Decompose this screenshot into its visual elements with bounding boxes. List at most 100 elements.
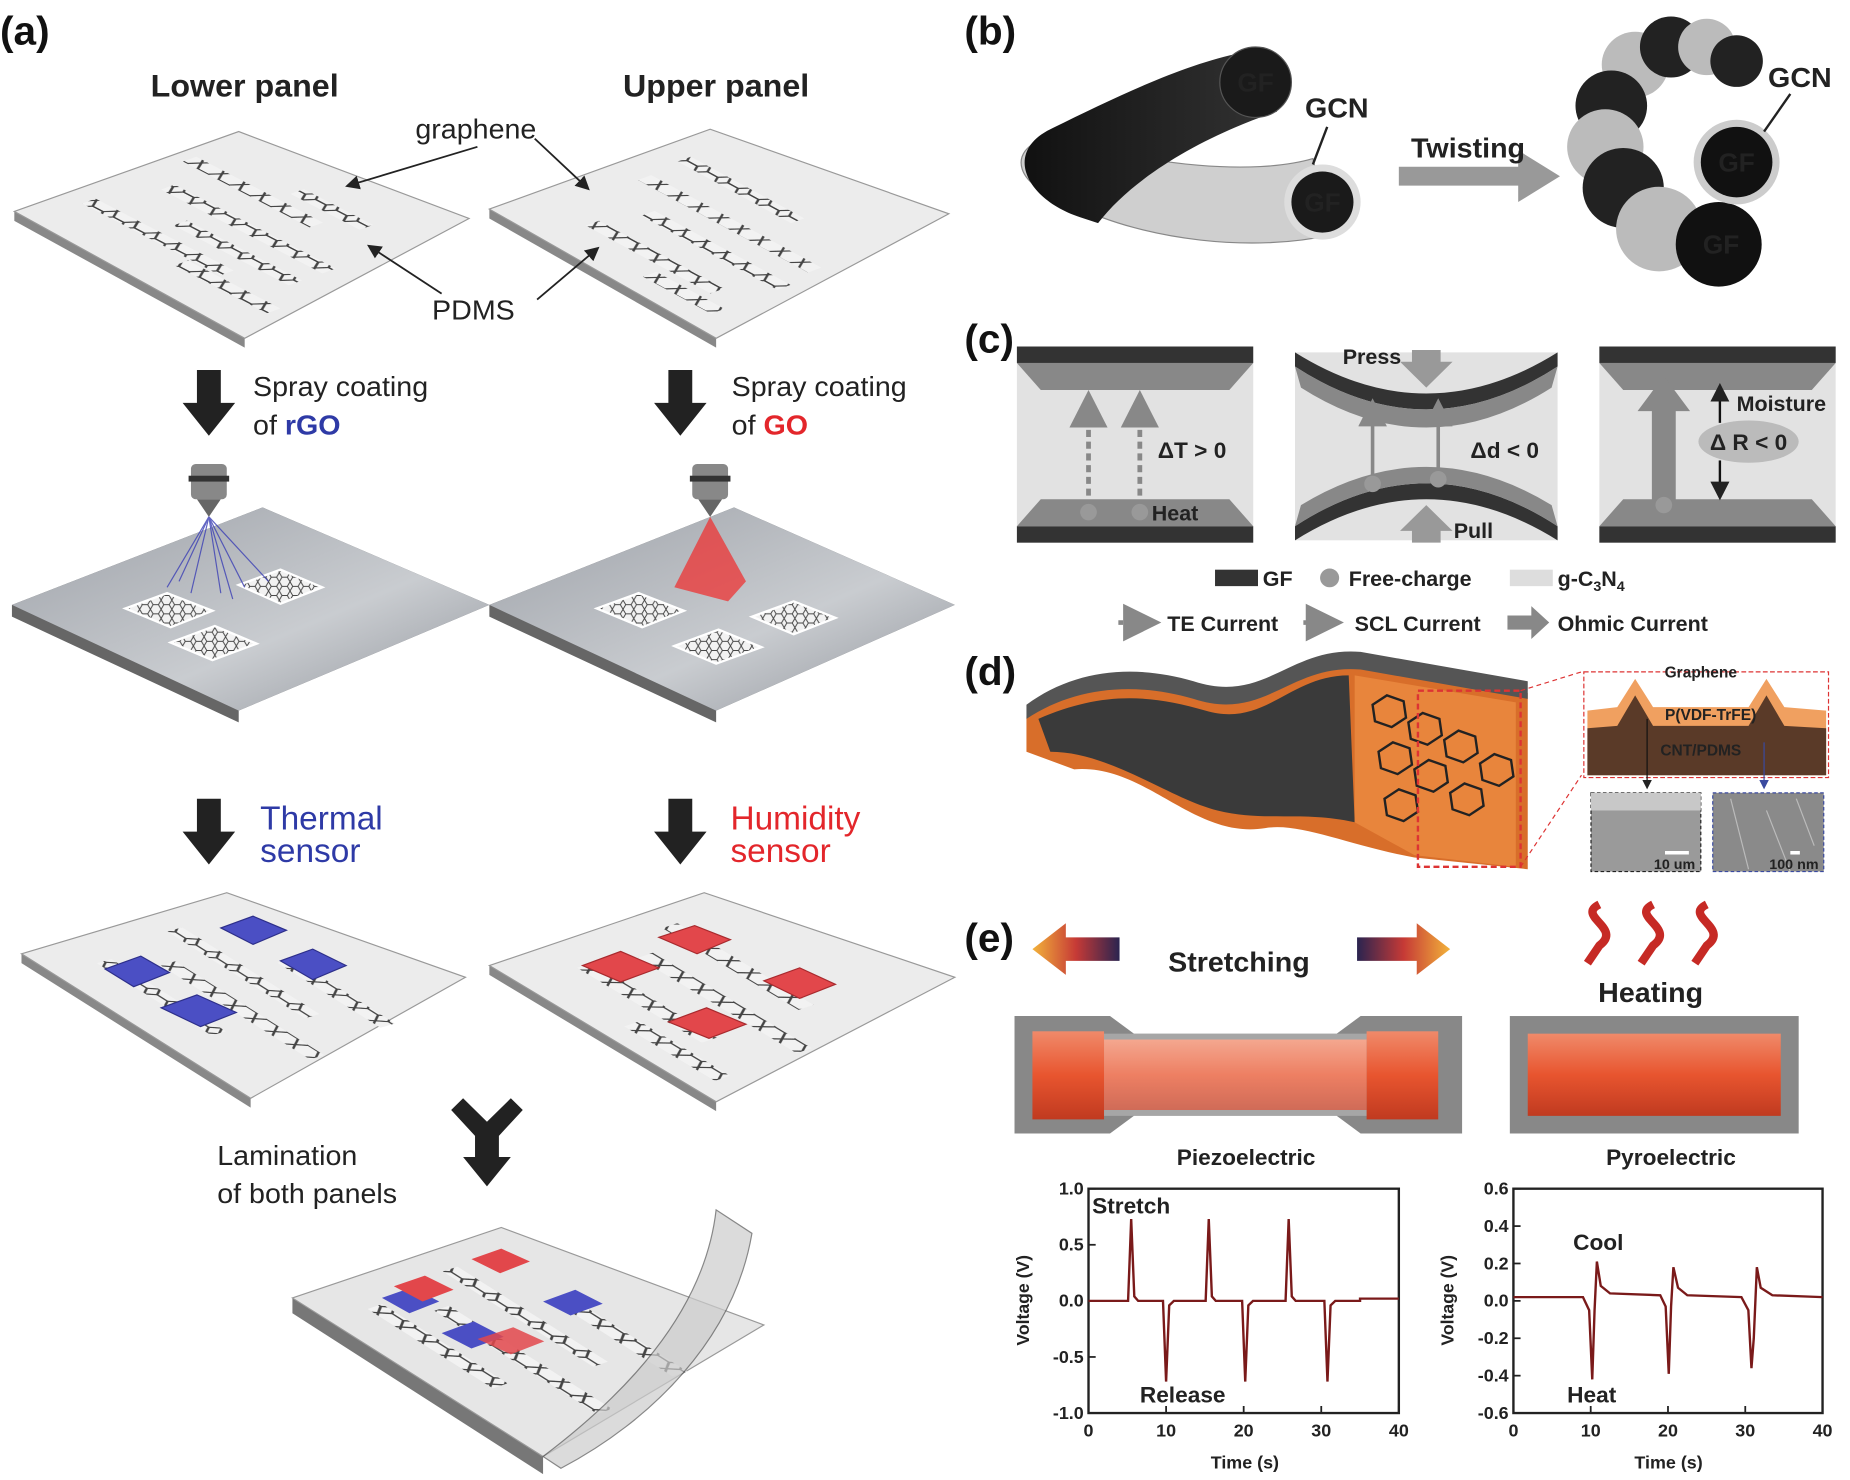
- panel-label-d: (d): [964, 649, 1016, 694]
- moisture-mechanism-box: [1599, 346, 1836, 543]
- y-tick-label: -1.0: [1053, 1403, 1084, 1423]
- y-axis-label: Voltage (V): [1438, 1255, 1458, 1346]
- panel-label-e: (e): [964, 916, 1014, 961]
- lower-panel-title: Lower panel: [151, 68, 339, 104]
- thermal-mechanism-box: [1016, 346, 1254, 543]
- plot-frame: [1512, 1187, 1824, 1415]
- x-tick-label: 30: [1735, 1421, 1755, 1441]
- spray-go-line1: Spray coating: [732, 371, 907, 403]
- panel-b: (b) GF GF GCN Twisting GF GF GCN: [964, 9, 1832, 287]
- y-tick-label: 0.0: [1059, 1291, 1084, 1311]
- stretch-annotation: Stretch: [1092, 1194, 1170, 1219]
- panel-label-c: (c): [964, 317, 1014, 362]
- delta-t-label: ΔT > 0: [1158, 438, 1227, 463]
- panel-c-legend: GF Free-charge g-C3N4 TE Current SCL Cur…: [1118, 567, 1708, 642]
- twisting-label: Twisting: [1411, 133, 1525, 165]
- voltage-series-line: [1088, 1218, 1399, 1382]
- cool-annotation: Cool: [1573, 1230, 1623, 1255]
- panel-label-a: (a): [0, 9, 50, 54]
- pyro-bar-device: [1509, 1016, 1799, 1134]
- y-tick-label: 0.0: [1484, 1291, 1509, 1311]
- gf-label: GF: [1237, 68, 1273, 98]
- x-tick-label: 10: [1581, 1421, 1601, 1441]
- spray-rgo-scene: [11, 463, 490, 723]
- humidity-sensor-panel: [487, 892, 957, 1112]
- pdms-pointer: [367, 244, 443, 295]
- legend-gcn: g-C3N4: [1558, 567, 1625, 595]
- legend-ohmic-current: Ohmic Current: [1558, 612, 1708, 636]
- legend-gf: GF: [1263, 567, 1293, 591]
- gcn-label: GCN: [1305, 93, 1369, 125]
- heat-label: Heat: [1152, 502, 1199, 526]
- stretch-left-arrow-icon: [1032, 923, 1120, 975]
- free-charge-swatch: [1320, 568, 1340, 588]
- scale-bar-label: 100 nm: [1769, 857, 1818, 873]
- down-arrow-icon: [182, 370, 707, 865]
- spray-go-scene: [489, 463, 955, 723]
- y-tick-label: 0.2: [1484, 1253, 1509, 1273]
- scale-bar-label: 10 um: [1654, 857, 1695, 873]
- pull-label: Pull: [1454, 519, 1493, 543]
- merge-arrow-icon: [451, 1098, 523, 1187]
- graphene-pointer: [534, 137, 590, 191]
- graphene-layer-label: Graphene: [1665, 665, 1738, 682]
- legend-scl-current: SCL Current: [1355, 612, 1481, 636]
- twisting-arrow-icon: [1398, 150, 1560, 203]
- spray-rgo-line1: Spray coating: [253, 371, 428, 403]
- gf-swatch: [1215, 569, 1258, 587]
- gcn-swatch: [1509, 569, 1553, 587]
- y-tick-label: -0.4: [1478, 1366, 1509, 1386]
- sem-image-1: [1590, 792, 1702, 873]
- cross-section-inset: [1583, 671, 1830, 779]
- x-tick-label: 0: [1508, 1421, 1518, 1441]
- sem-image-2: [1712, 792, 1825, 873]
- panel-c: (c) ΔT > 0 Heat Press Pull Δd < 0: [964, 317, 1836, 642]
- spray-rgo-line2: of rGO: [253, 410, 341, 442]
- stretch-right-arrow-icon: [1357, 923, 1451, 975]
- graphene-pointer: [345, 145, 478, 190]
- piezoelectric-chart: Piezoelectric Time (s) Voltage (V) Stret…: [1013, 1145, 1409, 1472]
- lamination-line1: Lamination: [217, 1140, 357, 1172]
- y-tick-label: -0.5: [1053, 1347, 1084, 1367]
- gf-label: GF: [1304, 188, 1340, 218]
- y-tick-label: -0.2: [1478, 1328, 1509, 1348]
- twisted-fiber: [1567, 16, 1780, 287]
- pdms-label: PDMS: [432, 295, 515, 327]
- stretchable-device-illustration: [1026, 651, 1582, 870]
- gf-label: GF: [1718, 148, 1754, 178]
- y-tick-label: -0.6: [1478, 1403, 1509, 1423]
- piezo-dogbone-device: [1014, 1016, 1463, 1134]
- gf-fiber: [1024, 52, 1278, 224]
- upper-panel-pdms-plate: [487, 128, 951, 348]
- heat-wave-icon: [1583, 900, 1718, 966]
- press-label: Press: [1343, 345, 1401, 369]
- pdms-pointer: [536, 246, 600, 301]
- delta-d-label: Δd < 0: [1470, 438, 1539, 463]
- lamination-line2: of both panels: [217, 1178, 397, 1210]
- heat-annotation: Heat: [1567, 1383, 1617, 1408]
- gf-label: GF: [1703, 230, 1739, 260]
- humidity-sensor-line2: sensor: [730, 833, 830, 870]
- thermal-sensor-panel: [20, 892, 467, 1108]
- thermal-sensor-line1: Thermal: [260, 801, 383, 838]
- pressure-mechanism-box: [1295, 350, 1558, 543]
- x-tick-label: 20: [1658, 1421, 1678, 1441]
- gcn-label: GCN: [1768, 62, 1832, 94]
- pvdf-layer-label: P(VDF-TrFE): [1665, 707, 1756, 724]
- panel-a: (a) Lower panel Upper panel graphene PDM…: [0, 9, 957, 1475]
- humidity-sensor-line1: Humidity: [730, 801, 860, 838]
- x-tick-label: 10: [1156, 1421, 1176, 1441]
- x-axis-label: Time (s): [1211, 1452, 1279, 1472]
- y-axis-label: Voltage (V): [1013, 1255, 1033, 1346]
- x-tick-label: 30: [1311, 1421, 1331, 1441]
- legend-free-charge: Free-charge: [1349, 567, 1472, 591]
- chart-title: Piezoelectric: [1177, 1145, 1316, 1170]
- thermal-sensor-line2: sensor: [260, 833, 360, 870]
- panel-label-b: (b): [964, 9, 1016, 54]
- y-tick-label: 0.6: [1484, 1179, 1509, 1199]
- upper-panel-title: Upper panel: [623, 68, 809, 104]
- x-tick-label: 40: [1389, 1421, 1409, 1441]
- delta-r-label: Δ R < 0: [1710, 430, 1787, 455]
- release-annotation: Release: [1140, 1383, 1226, 1408]
